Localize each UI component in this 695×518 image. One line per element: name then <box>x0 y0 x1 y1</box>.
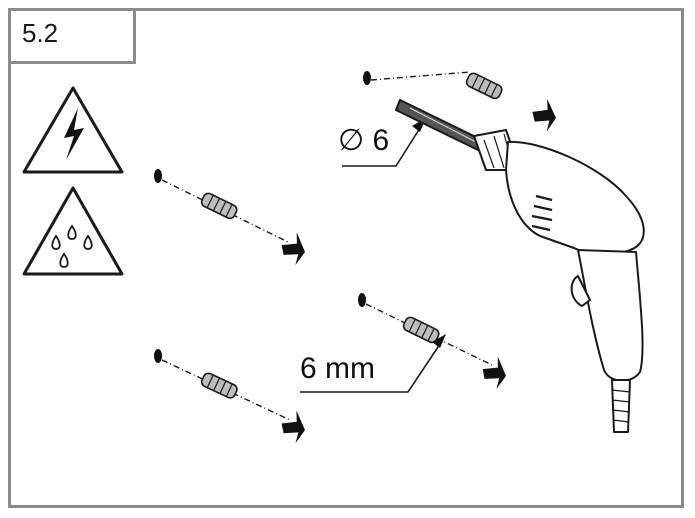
drill-diameter-label: ∅ 6 <box>338 124 390 157</box>
step-number-box <box>8 8 136 64</box>
dowel-assembly-lower-left <box>154 349 311 445</box>
electric-hazard-warning-icon <box>22 86 124 174</box>
push-arrow-icon <box>527 95 562 133</box>
wall-plug-icon <box>401 314 442 345</box>
depth-callout-leader <box>300 334 446 393</box>
wall-plug-icon <box>464 70 505 101</box>
drill-hole-icon <box>154 169 162 183</box>
water-hazard-warning-icon <box>22 186 124 276</box>
push-arrow-icon <box>276 228 312 267</box>
power-drill-icon <box>395 99 645 433</box>
drill-hole-icon <box>363 71 371 85</box>
dowel-assembly-middle <box>358 293 513 391</box>
drill-hole-icon <box>358 293 366 307</box>
dowel-assembly-top <box>363 70 562 133</box>
drill-hole-icon <box>154 349 162 363</box>
step-number: 5.2 <box>22 18 59 48</box>
wall-plug-icon <box>199 190 240 221</box>
drill-depth-label: 6 mm <box>300 352 375 385</box>
wall-plug-icon <box>199 370 240 401</box>
figure-frame <box>8 8 684 508</box>
push-arrow-icon <box>276 407 311 445</box>
push-arrow-icon <box>477 352 513 391</box>
dowel-assembly-upper-left <box>154 169 312 267</box>
